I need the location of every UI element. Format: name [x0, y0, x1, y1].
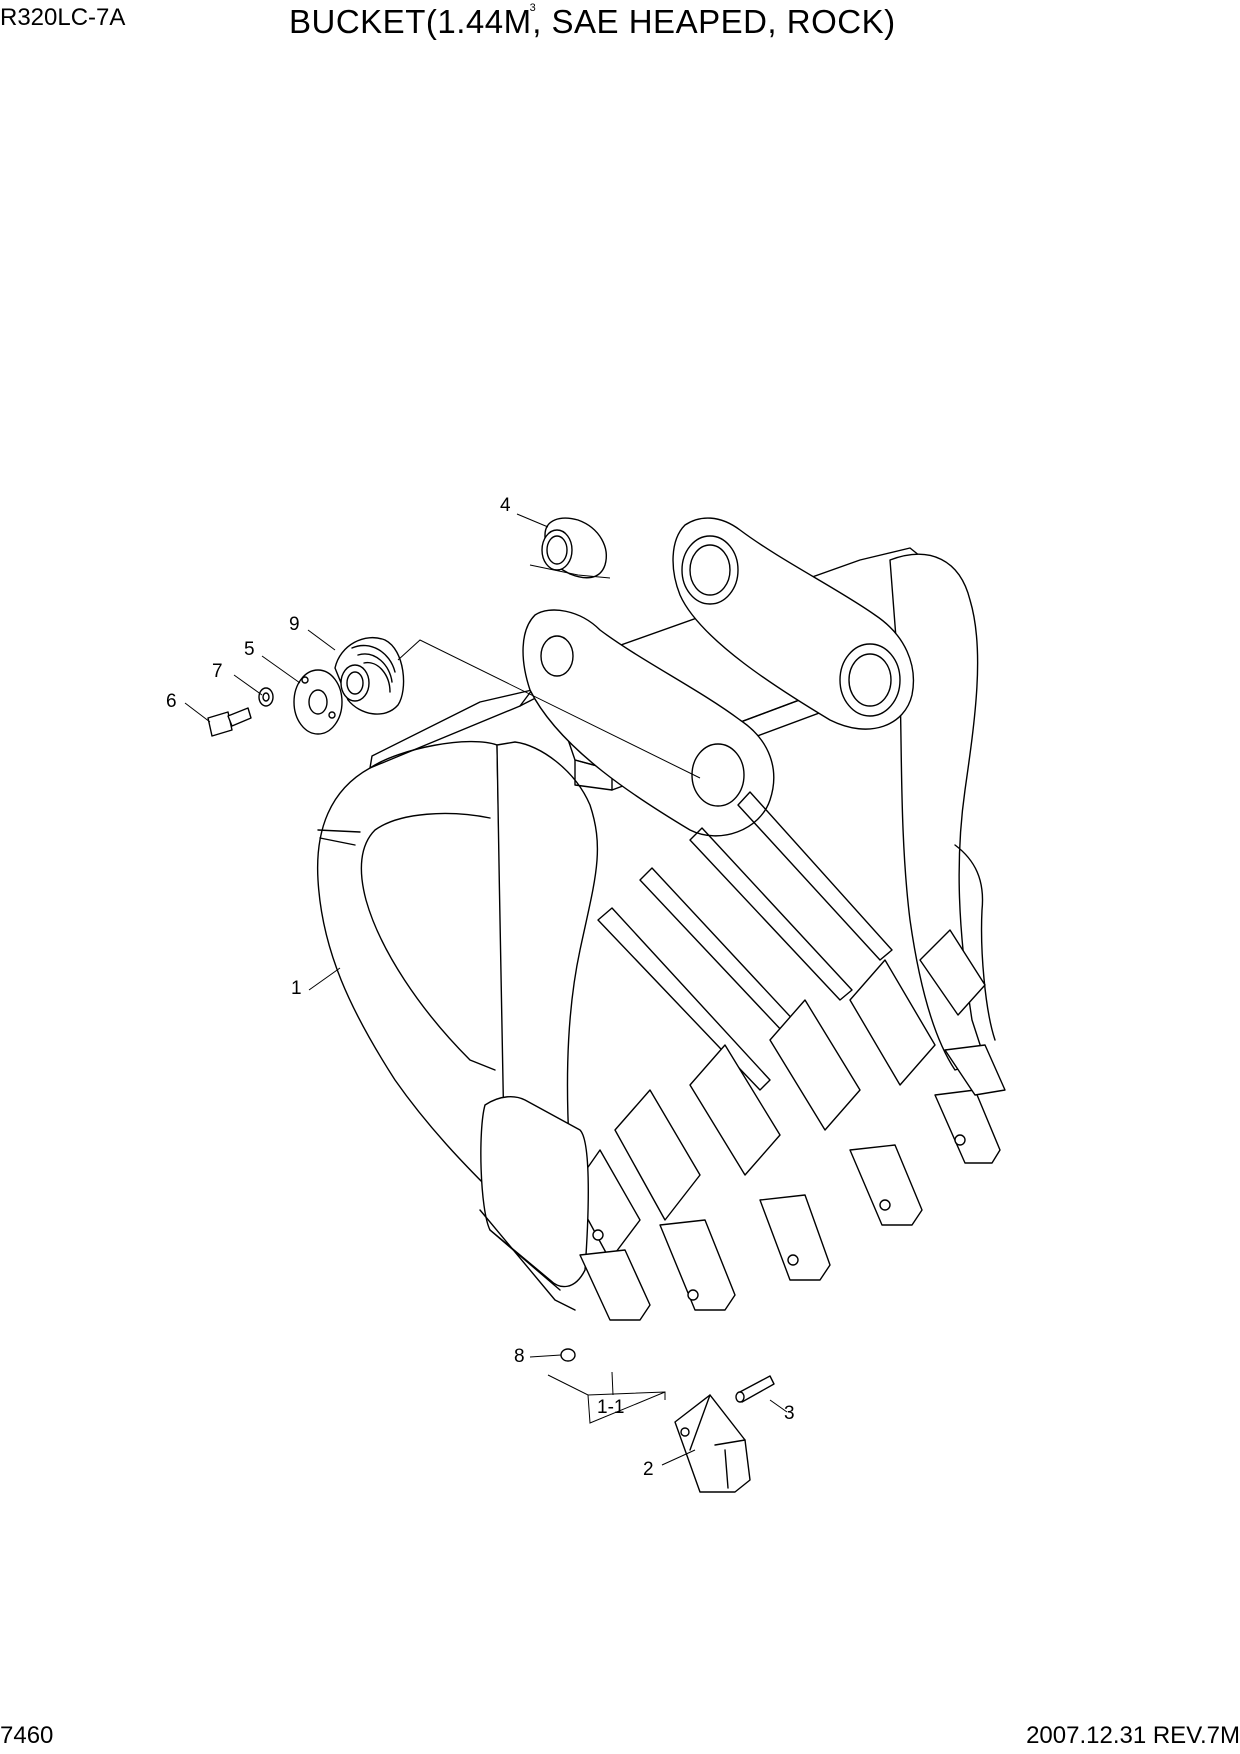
wear-strips — [597, 791, 893, 1091]
front-reinforcement-plate — [496, 741, 599, 1191]
part-9-shim — [334, 636, 405, 715]
callout-1: 1 — [291, 978, 302, 999]
boss-hole-lower-left — [691, 743, 745, 807]
callout-8: 8 — [514, 1346, 525, 1367]
callout-3: 3 — [784, 1403, 795, 1424]
bucket-body — [316, 517, 996, 1311]
bucket-teeth — [579, 1044, 1006, 1321]
side-shroud — [480, 1096, 589, 1288]
page-number: 7460 — [0, 1722, 54, 1749]
title-superscript: 3 — [529, 2, 537, 14]
revision-label: 2007.12.31 REV.7M — [1026, 1722, 1240, 1749]
part-7-washer — [258, 687, 274, 707]
tooth-adapters — [571, 929, 986, 1261]
part-5-plate — [293, 669, 343, 735]
title-rest: , SAE HEAPED, ROCK) — [532, 3, 896, 40]
callout-bracket-1-1 — [547, 1374, 666, 1424]
leader-lines — [184, 513, 788, 1466]
part-8-retainer — [560, 1348, 576, 1362]
part-2-tooth — [674, 1394, 751, 1493]
title-main: BUCKET(1.44M — [289, 3, 532, 40]
model-label: R320LC-7A — [0, 4, 126, 31]
part-4-bushing — [541, 517, 607, 579]
callout-6: 6 — [166, 691, 177, 712]
callout-7: 7 — [212, 661, 223, 682]
callout-5: 5 — [244, 639, 255, 660]
callout-4: 4 — [500, 495, 511, 516]
callout-1-1: 1-1 — [597, 1397, 624, 1418]
callout-2: 2 — [643, 1459, 654, 1480]
left-side-plate — [316, 740, 506, 1191]
callout-9: 9 — [289, 614, 300, 635]
side-plate-cutout — [360, 812, 496, 1071]
top-rim — [369, 689, 533, 769]
part-3-pin — [735, 1375, 775, 1403]
boss-hole-upper-left — [540, 635, 574, 677]
part-6-bolt — [207, 707, 252, 737]
page-title: BUCKET(1.44M3, SAE HEAPED, ROCK) — [289, 2, 896, 41]
